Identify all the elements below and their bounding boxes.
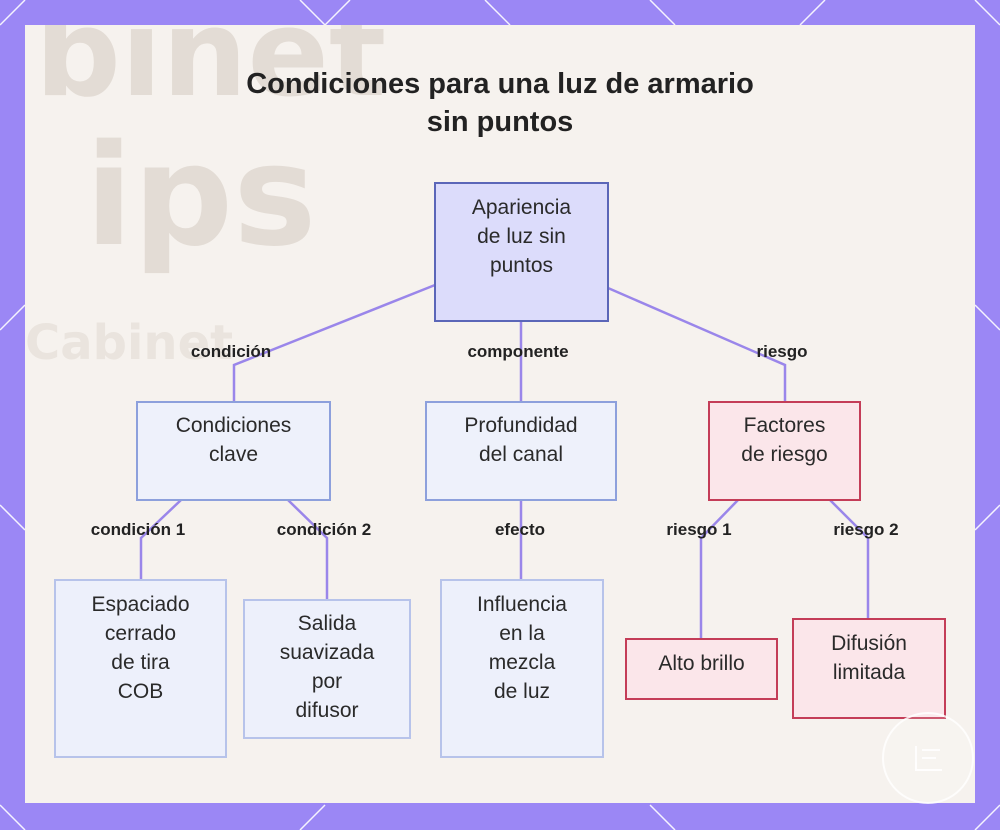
watermark-logo <box>882 712 974 804</box>
root-node: Apariencia de luz sin puntos <box>434 182 609 322</box>
risk-factors-node: Factores de riesgo <box>708 401 861 501</box>
edge-label-risk1: riesgo 1 <box>666 520 732 539</box>
edge-label-condition1: condición 1 <box>90 520 186 539</box>
spacing-node: Espaciado cerrado de tira COB <box>54 579 227 758</box>
edge-label-component: componente <box>467 342 569 361</box>
edge-label-effect: efecto <box>494 520 546 539</box>
connector-condition2 <box>287 499 329 600</box>
edge-label-condition2: condición 2 <box>276 520 372 539</box>
connector-condition1 <box>139 499 182 580</box>
light-mix-node: Influencia en la mezcla de luz <box>440 579 604 758</box>
logo-icon <box>915 746 942 771</box>
edge-label-condition: condición <box>190 342 272 361</box>
edge-label-risk2: riesgo 2 <box>833 520 899 539</box>
background-text: Cabinet <box>25 315 234 371</box>
connector-risk1 <box>699 499 739 639</box>
background-text: ips <box>85 115 317 278</box>
limited-diffusion-node: Difusión limitada <box>792 618 946 719</box>
connector-condition <box>232 283 436 402</box>
conditions-node: Condiciones clave <box>136 401 331 501</box>
diagram-title: Condiciones para una luz de armario sin … <box>246 68 754 138</box>
connector-risk2 <box>829 499 870 619</box>
connector-risk <box>607 286 787 402</box>
edge-label-risk: riesgo <box>756 342 808 361</box>
background-text: binet <box>35 25 387 124</box>
diffuser-node: Salida suavizada por difusor <box>243 599 411 739</box>
channel-depth-node: Profundidad del canal <box>425 401 617 501</box>
high-brightness-node: Alto brillo <box>625 638 778 700</box>
